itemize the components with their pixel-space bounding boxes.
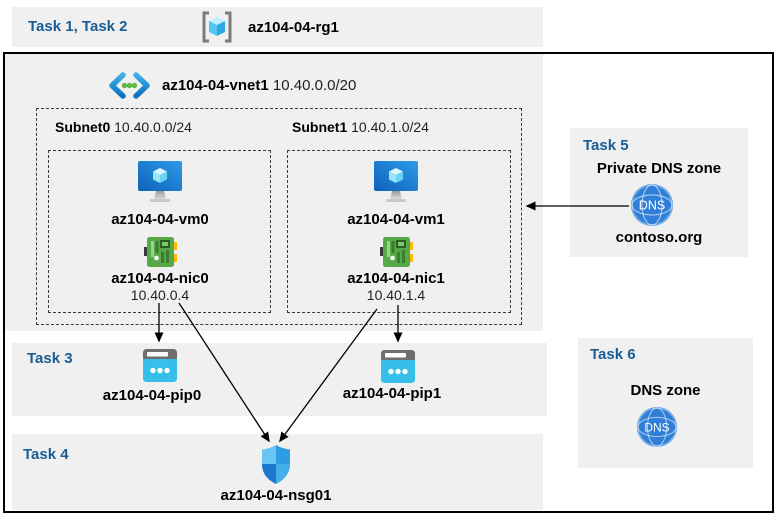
subnet1-vm-boundary [287,150,511,313]
nic0-name: az104-04-nic0 [111,270,209,287]
resource-group-icon [200,10,234,44]
diagram-frame [3,52,774,513]
task12-label: Task 1, Task 2 [28,18,128,35]
subnet1-label: Subnet1 10.40.1.0/24 [292,119,429,135]
pip1-icon [380,349,416,384]
vnet-box [5,54,543,331]
nic0-ip: 10.40.0.4 [130,287,190,303]
task6-box: Task 6 DNS zone DNS [578,338,753,468]
vnet-name: az104-04-vnet1 [162,77,269,94]
vm0-name: az104-04-vm0 [111,211,209,228]
subnet1-cidr: 10.40.1.0/24 [351,119,429,135]
nsg-name: az104-04-nsg01 [220,487,332,504]
subnet0-cidr: 10.40.0.0/24 [114,119,192,135]
vnet-icon [107,71,152,100]
nic1-ip: 10.40.1.4 [366,287,426,303]
task4-label: Task 4 [23,446,69,463]
dns-globe-icon: DNS [636,406,678,448]
resource-group-band: Task 1, Task 2 az104-04-rg1 [12,7,543,47]
vm1-name: az104-04-vm1 [347,211,445,228]
nsg-shield-icon [261,445,291,484]
vnet-cidr: 10.40.0.0/20 [272,77,357,94]
task5-label: Task 5 [583,137,629,154]
dns-icon-text: DNS [644,420,669,434]
private-dns-zone-title: Private DNS zone [596,160,722,177]
pip0-icon [142,348,178,383]
private-dns-zone-name: contoso.org [615,229,703,246]
nic0-icon [144,235,177,269]
vm0-icon [137,160,183,203]
private-dns-globe-icon: DNS [630,183,674,227]
pip1-name: az104-04-pip1 [342,385,442,402]
task6-label: Task 6 [590,346,636,363]
subnet0-label: Subnet0 10.40.0.0/24 [55,119,192,135]
dns-zone-title: DNS zone [630,382,701,399]
subnet1-name: Subnet1 [292,119,348,135]
vnet-address-space-boundary [36,108,522,325]
nic1-name: az104-04-nic1 [347,270,445,287]
task5-box: Task 5 Private DNS zone DNS contoso.org [570,128,748,257]
task3-label: Task 3 [27,350,73,367]
vm1-icon [373,160,419,203]
resource-group-name: az104-04-rg1 [248,19,339,36]
pip0-name: az104-04-pip0 [102,387,202,404]
nic1-icon [380,235,413,269]
private-dns-icon-text: DNS [639,199,665,213]
subnet0-name: Subnet0 [55,119,111,135]
vnet-title: az104-04-vnet1 10.40.0.0/20 [162,77,356,94]
task3-band [12,343,547,416]
